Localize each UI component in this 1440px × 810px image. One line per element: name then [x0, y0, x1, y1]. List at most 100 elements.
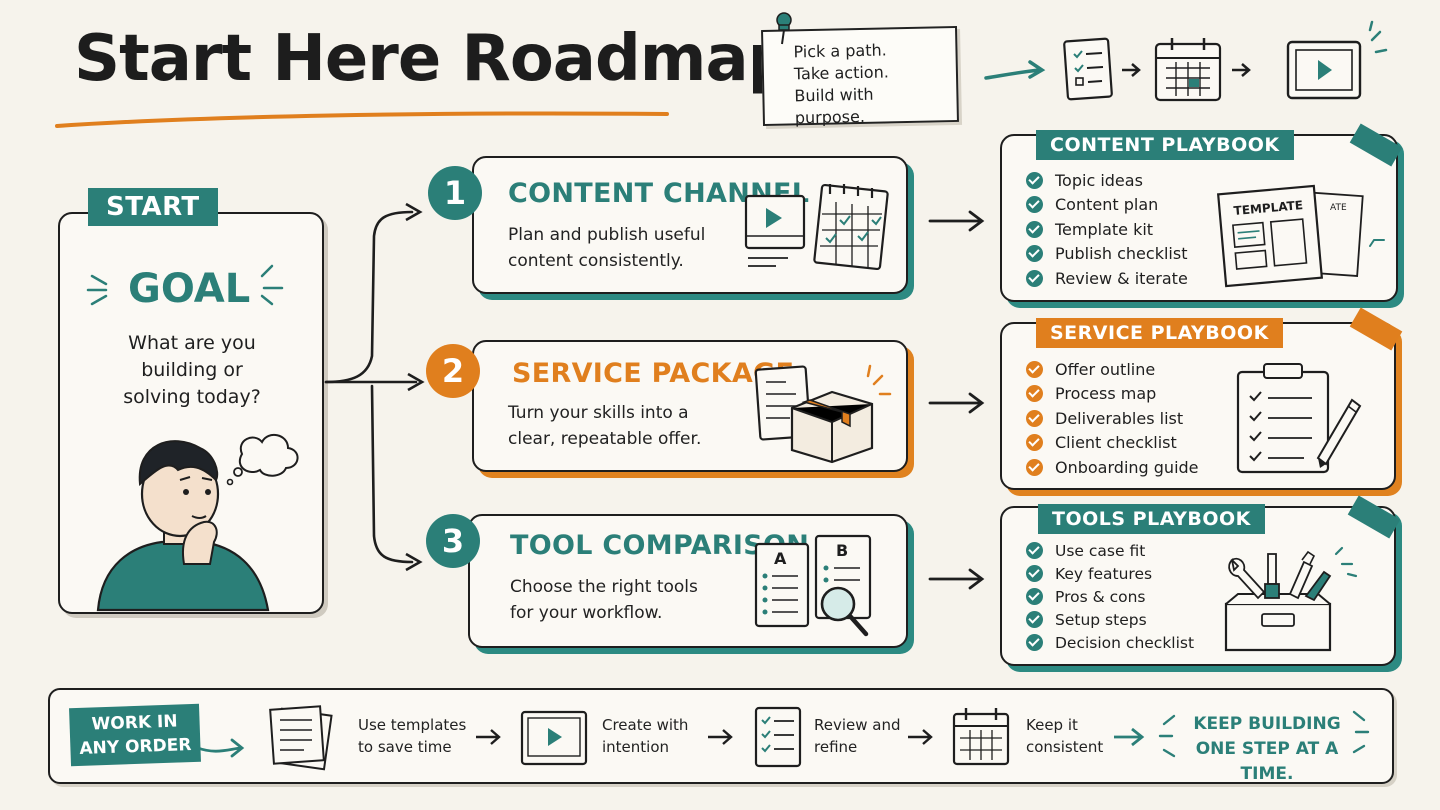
checklist-item-label: Key features — [1055, 564, 1153, 583]
question-line: What are you — [128, 332, 256, 354]
calendar-icon — [1154, 38, 1222, 102]
checklist-item: Review & iterate — [1026, 266, 1188, 291]
video-player-icon — [520, 710, 588, 766]
video-player-icon — [1286, 40, 1362, 100]
footer-step-text: Review and refine — [814, 714, 901, 758]
closing-sparkle-left — [1158, 714, 1176, 758]
footer-line: to save time — [358, 738, 452, 756]
step-number-badge: 1 — [428, 166, 482, 220]
checklist-item-label: Publish checklist — [1055, 244, 1188, 264]
closing-line: KEEP BUILDING — [1193, 714, 1341, 734]
checklist-item: Key features — [1026, 562, 1194, 585]
note-line: Take action. — [793, 62, 890, 84]
footer-line: intention — [602, 738, 670, 756]
arrow-icon — [476, 729, 501, 745]
checklist-item-label: Topic ideas — [1055, 170, 1143, 190]
check-icon — [1026, 385, 1043, 403]
arrow-icon — [908, 729, 933, 745]
thinking-person-illustration — [96, 433, 299, 612]
video-calendar-icon — [744, 183, 889, 271]
checklist-item: Template kit — [1026, 217, 1188, 242]
checklist-item-label: Client checklist — [1055, 433, 1177, 453]
template-label-back: ATE — [1330, 203, 1347, 213]
checklist-item: Decision checklist — [1026, 631, 1194, 654]
check-icon — [1026, 409, 1043, 427]
check-icon — [1026, 434, 1043, 452]
desc-line: Plan and publish useful — [508, 225, 706, 245]
step-number-badge: 2 — [426, 344, 480, 398]
footer-step-text: Keep it consistent — [1026, 714, 1103, 758]
checklist-item-label: Setup steps — [1055, 610, 1147, 629]
check-icon — [1026, 458, 1043, 476]
desc-line: Turn your skills into a — [508, 403, 689, 423]
goal-heading: GOAL — [128, 266, 251, 312]
playbook-checklist: Use case fit Key features Pros & cons Se… — [1026, 539, 1194, 654]
compare-label-b: B — [836, 541, 848, 560]
goal-sparkle-left — [86, 274, 108, 306]
question-line: building or — [141, 359, 243, 381]
checklist-item: Onboarding guide — [1026, 455, 1199, 480]
arrow-icon — [984, 60, 1046, 80]
check-icon — [1026, 634, 1043, 651]
step-description: Choose the right tools for your workflow… — [510, 574, 698, 626]
checklist-item: Use case fit — [1026, 539, 1194, 562]
checklist-item: Deliverables list — [1026, 406, 1199, 431]
goal-question: What are you building or solving today? — [92, 330, 292, 411]
playbook-title: SERVICE PLAYBOOK — [1036, 318, 1283, 348]
arrow-to-tools-playbook — [928, 568, 985, 590]
check-icon — [1026, 171, 1043, 189]
checklist-item: Offer outline — [1026, 357, 1199, 382]
closing-line: ONE STEP AT A TIME. — [1195, 739, 1339, 784]
checklist-item-label: Offer outline — [1055, 359, 1156, 379]
playbook-checklist: Topic ideas Content plan Template kit Pu… — [1026, 168, 1188, 291]
arrow-icon — [196, 738, 245, 758]
desc-line: content consistently. — [508, 251, 684, 271]
checklist-item: Content plan — [1026, 193, 1188, 218]
step-description: Turn your skills into a clear, repeatabl… — [508, 400, 701, 452]
checklist-item: Client checklist — [1026, 431, 1199, 456]
tape-strip — [1349, 123, 1403, 167]
arrow-icon — [708, 729, 733, 745]
check-icon — [1026, 542, 1043, 559]
toolbox-icon — [1224, 546, 1358, 652]
playbook-service — [1000, 322, 1396, 490]
closing-sparkle-right — [1352, 710, 1370, 754]
playbook-checklist: Offer outline Process map Deliverables l… — [1026, 357, 1199, 480]
tape-strip — [1347, 495, 1401, 539]
footer-step-text: Use templates to save time — [358, 714, 466, 758]
checklist-item-label: Use case fit — [1055, 541, 1146, 560]
check-icon — [1026, 565, 1043, 582]
check-icon — [1026, 245, 1043, 263]
templates-stack-icon — [269, 705, 333, 771]
check-icon — [1026, 611, 1043, 628]
check-icon — [1026, 269, 1043, 287]
goal-sparkle-right — [260, 264, 284, 306]
compare-docs-icon: A B — [754, 534, 872, 637]
checklist-item: Process map — [1026, 382, 1199, 407]
footer-line: Keep it — [1026, 716, 1078, 734]
check-icon — [1026, 588, 1043, 605]
work-in-any-order-tag: WORK IN ANY ORDER — [69, 703, 201, 767]
template-label: TEMPLATE — [1233, 198, 1303, 218]
footer-line: consistent — [1026, 738, 1104, 756]
footer-line: refine — [814, 738, 858, 756]
title-underline — [55, 111, 669, 128]
header-flow — [984, 20, 1388, 102]
branch-connector — [324, 202, 425, 572]
tag-line: ANY ORDER — [79, 735, 192, 759]
step-title: SERVICE PACKAGE — [512, 358, 795, 389]
arrow-icon — [1114, 727, 1145, 747]
step-description: Plan and publish useful content consiste… — [508, 222, 705, 274]
footer-step-text: Create with intention — [602, 714, 688, 758]
pushpin-icon — [776, 12, 792, 45]
checklist-item-label: Deliverables list — [1055, 408, 1184, 428]
page-title: Start Here Roadmap — [74, 22, 793, 96]
checklist-item-label: Content plan — [1055, 195, 1159, 215]
checklist-item-label: Decision checklist — [1055, 633, 1195, 652]
closing-message: KEEP BUILDING ONE STEP AT A TIME. — [1176, 712, 1358, 787]
compare-label-a: A — [774, 549, 787, 568]
note-line: Build with purpose. — [794, 84, 874, 128]
step-number-badge: 3 — [426, 514, 480, 568]
clipboard-pencil-icon — [1236, 363, 1362, 474]
arrow-to-content-playbook — [928, 210, 985, 232]
